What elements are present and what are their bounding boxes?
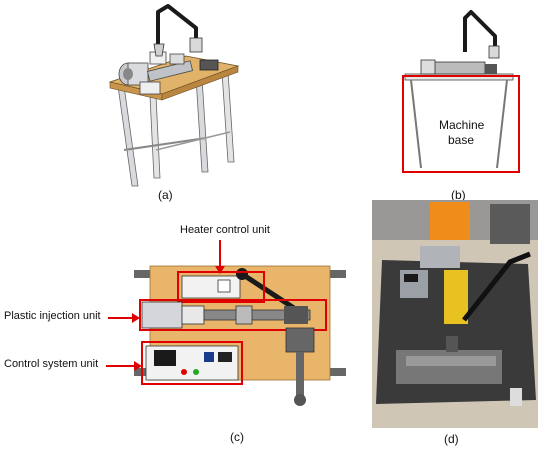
panel-b-caption: (b): [451, 188, 466, 202]
machine-base-highlight: [402, 75, 520, 173]
panel-c: Heater control unit Plastic injection un…: [0, 200, 360, 451]
panel-b-drawing: [402, 10, 520, 173]
panel-d-caption: (d): [444, 432, 459, 446]
control-system-highlight: [141, 341, 243, 385]
injection-unit-highlight: [139, 299, 327, 331]
machine-base-label-line2: base: [448, 133, 475, 147]
panel-d-photo: [372, 200, 538, 428]
panel-b: Machine base (b): [275, 0, 550, 202]
panel-c-caption: (c): [230, 430, 244, 444]
panel-a: (a): [0, 0, 275, 202]
panel-a-caption: (a): [158, 188, 173, 202]
panel-d: (d): [360, 200, 550, 451]
panel-c-drawing: [106, 240, 346, 406]
injection-unit-label: Plastic injection unit: [4, 310, 101, 322]
machine-base-label-line1: Machine: [439, 118, 485, 132]
panel-a-drawing: [108, 4, 240, 187]
control-system-label: Control system unit: [4, 358, 99, 370]
heater-control-label: Heater control unit: [180, 224, 270, 236]
